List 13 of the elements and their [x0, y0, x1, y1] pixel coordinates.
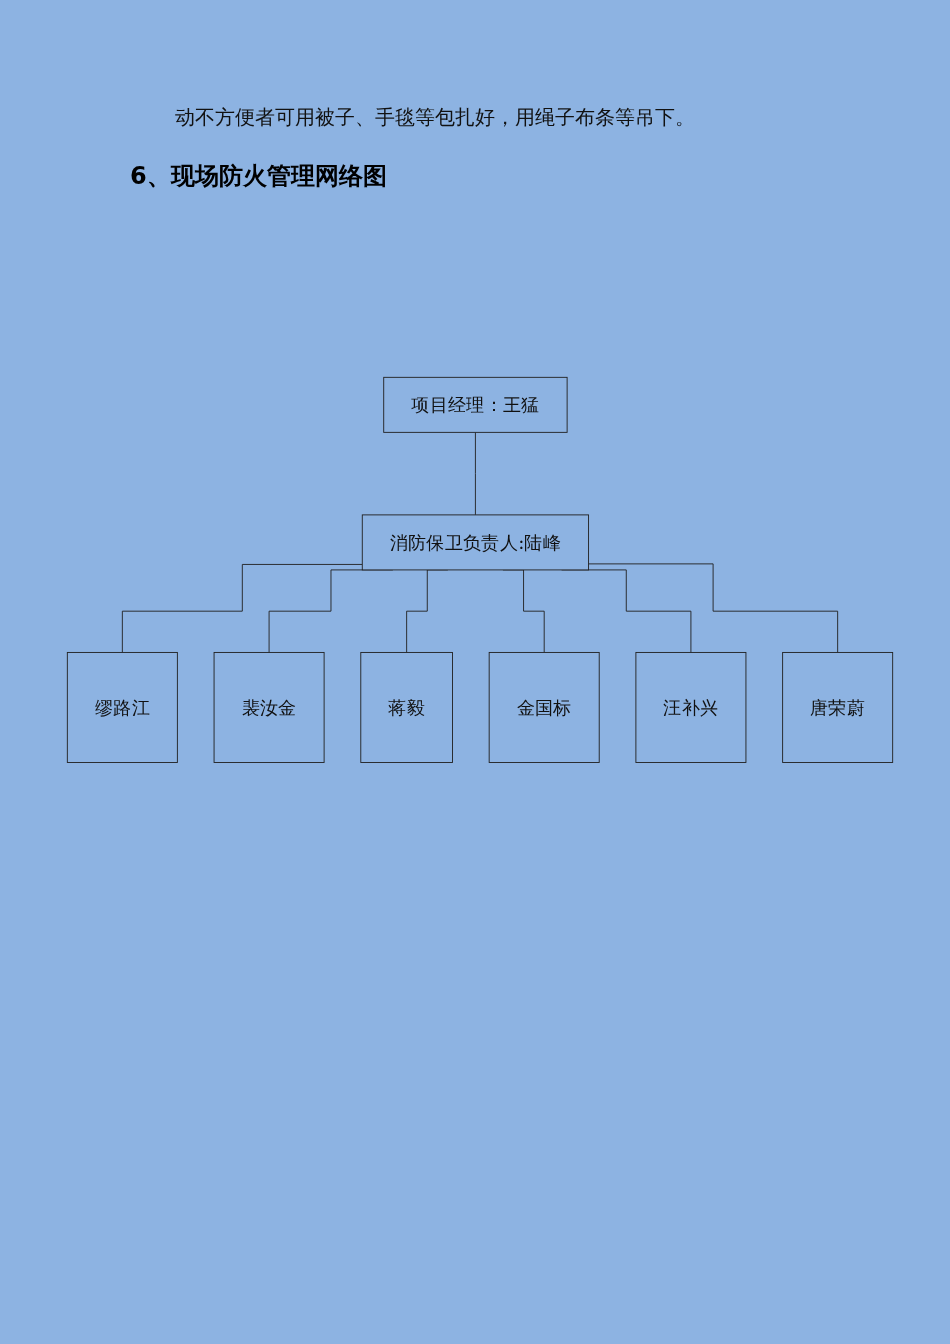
connector: [121, 564, 363, 653]
node-box: 消防保卫负责人:陆峰: [361, 514, 589, 571]
section-title: 6、现场防火管理网络图: [130, 161, 387, 192]
node-box: 裴汝金: [213, 652, 325, 763]
node-box: 唐荣蔚: [782, 652, 894, 763]
node-box: 缪路江: [66, 652, 178, 763]
connector: [474, 431, 476, 516]
node-box: 金国标: [488, 652, 600, 763]
node-box: 汪补兴: [635, 652, 747, 763]
paragraph-text: 动不方便者可用被子、手毯等包扎好，用绳子布条等吊下。: [175, 104, 695, 131]
node-box: 项目经理：王猛: [383, 376, 568, 433]
node-box: 蒋毅: [360, 652, 453, 763]
connector: [588, 563, 839, 653]
